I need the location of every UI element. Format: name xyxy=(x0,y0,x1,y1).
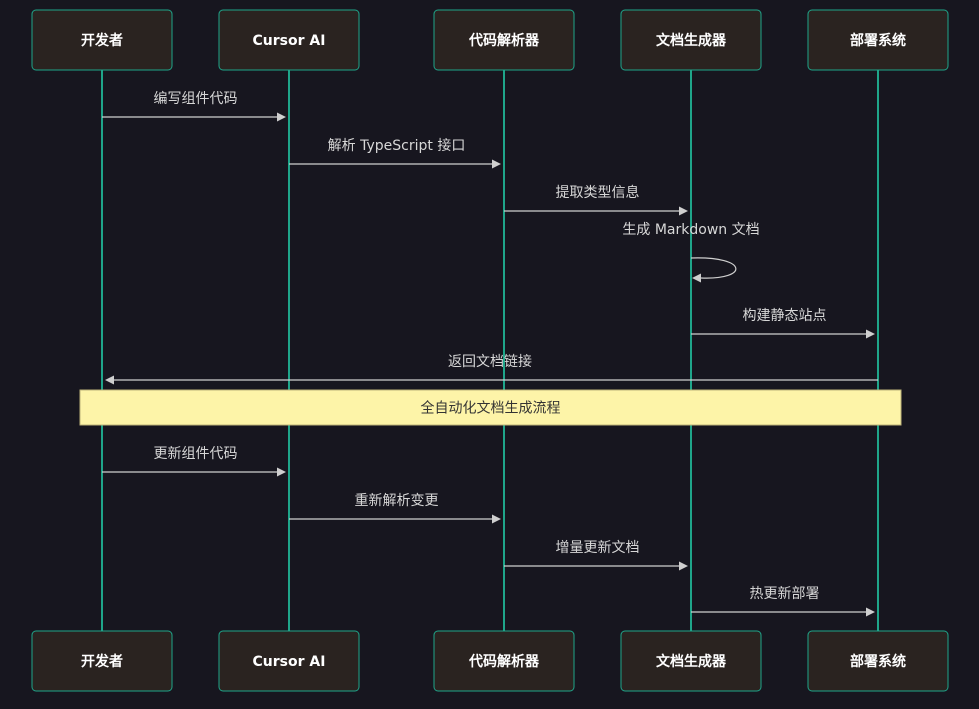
participant-deploy-bottom: 部署系统 xyxy=(807,630,949,692)
participant-box xyxy=(31,630,173,692)
message-docgen-to-docgen: 生成 Markdown 文档 xyxy=(622,222,760,283)
participant-box xyxy=(31,9,173,71)
participant-dev-top: 开发者 xyxy=(31,9,173,71)
message-line xyxy=(690,257,737,279)
note-over-dev-deploy: 全自动化文档生成流程 xyxy=(79,389,902,426)
participant-label: Cursor AI xyxy=(253,654,326,670)
arrowhead xyxy=(492,514,501,524)
arrowhead xyxy=(679,206,688,216)
message-label: 编写组件代码 xyxy=(154,91,238,107)
message-label: 构建静态站点 xyxy=(743,308,827,324)
arrowhead xyxy=(277,112,286,122)
participant-parser-bottom: 代码解析器 xyxy=(433,630,575,692)
lifelines xyxy=(101,70,879,631)
participant-label: 开发者 xyxy=(81,32,123,49)
message-parser-to-docgen: 增量更新文档 xyxy=(504,540,688,571)
participant-label: 开发者 xyxy=(81,653,123,670)
message-label: 解析 TypeScript 接口 xyxy=(328,137,466,154)
participant-box xyxy=(807,9,949,71)
participant-box xyxy=(620,630,762,692)
message-label: 提取类型信息 xyxy=(556,184,640,201)
arrowhead xyxy=(679,561,688,571)
participant-box xyxy=(620,9,762,71)
message-label: 热更新部署 xyxy=(750,586,820,602)
participant-box xyxy=(433,630,575,692)
notes: 全自动化文档生成流程 xyxy=(79,389,902,426)
arrowhead xyxy=(105,375,114,385)
message-label: 生成 Markdown 文档 xyxy=(622,222,759,238)
arrowhead xyxy=(277,467,286,477)
participant-deploy-top: 部署系统 xyxy=(807,9,949,71)
message-ai-to-parser: 重新解析变更 xyxy=(289,493,501,524)
participant-box xyxy=(218,630,360,692)
note-box xyxy=(79,389,902,426)
participant-label: Cursor AI xyxy=(253,33,326,49)
participant-docgen-top: 文档生成器 xyxy=(620,9,762,71)
message-dev-to-ai: 更新组件代码 xyxy=(102,446,286,477)
participant-box xyxy=(807,630,949,692)
note-label: 全自动化文档生成流程 xyxy=(421,400,561,417)
message-label: 返回文档链接 xyxy=(448,353,532,370)
message-docgen-to-deploy: 热更新部署 xyxy=(691,586,875,617)
message-docgen-to-deploy: 构建静态站点 xyxy=(691,308,875,339)
participant-label: 代码解析器 xyxy=(468,32,540,49)
participant-box xyxy=(433,9,575,71)
participant-ai-bottom: Cursor AI xyxy=(218,630,360,692)
participant-label: 文档生成器 xyxy=(656,653,727,670)
message-parser-to-docgen: 提取类型信息 xyxy=(504,184,688,216)
participant-label: 代码解析器 xyxy=(468,653,540,670)
participant-ai-top: Cursor AI xyxy=(218,9,360,71)
message-deploy-to-dev: 返回文档链接 xyxy=(105,353,878,385)
participant-label: 部署系统 xyxy=(850,32,906,49)
participant-label: 文档生成器 xyxy=(656,32,727,49)
message-label: 增量更新文档 xyxy=(556,540,640,556)
arrowhead xyxy=(692,273,701,283)
message-dev-to-ai: 编写组件代码 xyxy=(102,91,286,122)
participant-label: 部署系统 xyxy=(850,653,906,670)
arrowhead xyxy=(492,159,501,169)
message-label: 更新组件代码 xyxy=(154,446,238,462)
message-ai-to-parser: 解析 TypeScript 接口 xyxy=(289,137,501,169)
arrowhead xyxy=(866,607,875,617)
participant-dev-bottom: 开发者 xyxy=(31,630,173,692)
participant-parser-top: 代码解析器 xyxy=(433,9,575,71)
message-label: 重新解析变更 xyxy=(355,493,439,509)
participant-box xyxy=(218,9,360,71)
participant-docgen-bottom: 文档生成器 xyxy=(620,630,762,692)
arrowhead xyxy=(866,329,875,339)
